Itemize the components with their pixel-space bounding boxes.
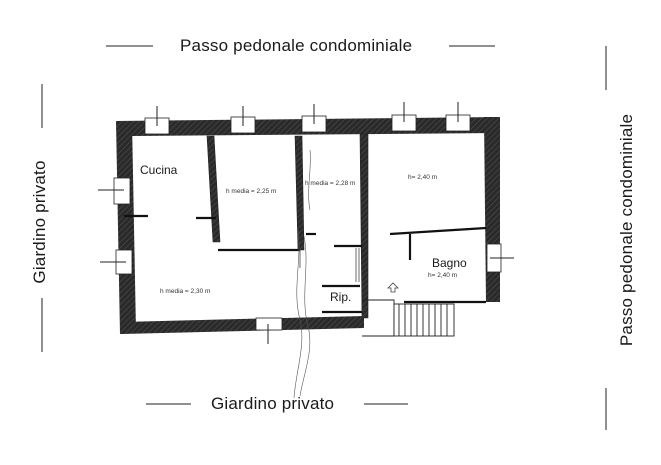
room2-height: h media = 2,25 m: [226, 188, 277, 195]
kitchen-height: h media = 2,30 m: [160, 288, 211, 295]
bathroom-height: h= 2,40 m: [428, 272, 458, 279]
room-kitchen-label: Cucina: [140, 163, 178, 177]
room-storage-label: Rip.: [330, 290, 352, 304]
interior-walls: [206, 133, 369, 319]
room3-height: h media = 2,28 m: [305, 180, 356, 187]
room-bathroom-label: Bagno: [432, 256, 467, 270]
top-label: Passo pedonale condominiale: [180, 36, 413, 55]
bottom-label: Giardino privato: [211, 394, 335, 413]
right-label: Passo pedonale condominiale: [617, 113, 636, 347]
left-label: Giardino privato: [30, 160, 49, 284]
label-lines: [41, 45, 607, 430]
staircase: [362, 299, 455, 337]
room4-height: h= 2,40 m: [408, 174, 438, 181]
window-ticks: [98, 102, 514, 344]
scribble-mark: [293, 149, 311, 399]
doors: [299, 248, 399, 293]
interior-lines: [124, 214, 487, 314]
windows: [113, 114, 502, 331]
